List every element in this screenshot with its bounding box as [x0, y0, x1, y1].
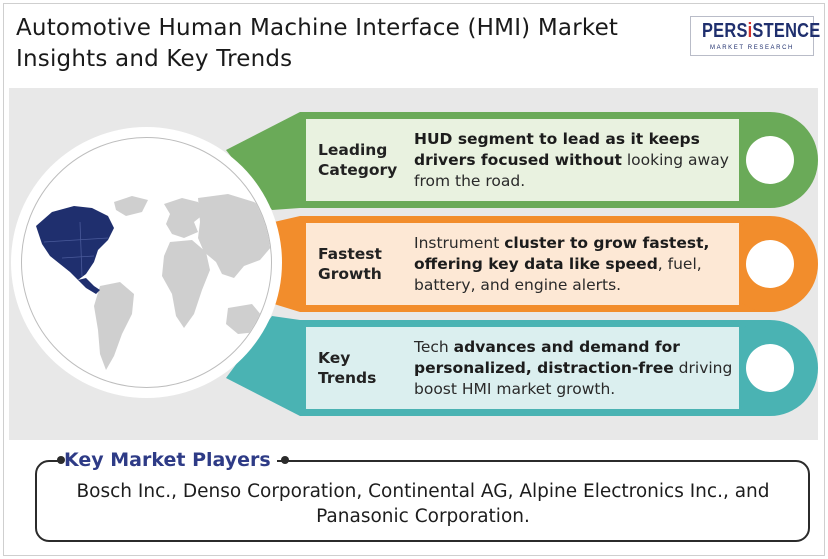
land-europe: [164, 198, 204, 238]
land-south-america: [94, 282, 134, 370]
land-central-america: [78, 278, 100, 294]
desc-key-trends: Tech advances and demand for personalize…: [414, 337, 733, 398]
land-africa: [162, 240, 210, 328]
desc-fastest-growth: Instrument cluster to grow fastest, offe…: [414, 233, 710, 294]
ring-teal: [746, 344, 794, 392]
key-players-list: Bosch Inc., Denso Corporation, Continent…: [76, 481, 770, 527]
ring-green: [746, 136, 794, 184]
logo-subtitle: MARKET RESEARCH: [710, 45, 794, 51]
desc-leading-category: HUD segment to lead as it keeps drivers …: [414, 129, 729, 190]
world-map-globe: [21, 137, 272, 388]
land-asia: [198, 194, 271, 278]
logo-wordmark: PERSiSTENCE: [701, 20, 821, 42]
brand-logo: PERSiSTENCE MARKET RESEARCH: [690, 16, 821, 56]
bullet-dot-left: [57, 456, 65, 464]
infographic-frame: [3, 3, 825, 556]
bullet-dot-right: [281, 456, 289, 464]
land-north-america-highlight: [36, 206, 114, 280]
land-greenland: [114, 196, 148, 216]
page-title: Automotive Human Machine Interface (HMI)…: [16, 15, 619, 72]
border-lines: [43, 221, 109, 277]
key-players-title: Key Market Players: [64, 449, 271, 471]
key-players-box: [35, 460, 810, 542]
key-players-heading: Key Market Players: [58, 447, 277, 473]
land-australia: [226, 304, 262, 334]
ring-orange: [746, 240, 794, 288]
